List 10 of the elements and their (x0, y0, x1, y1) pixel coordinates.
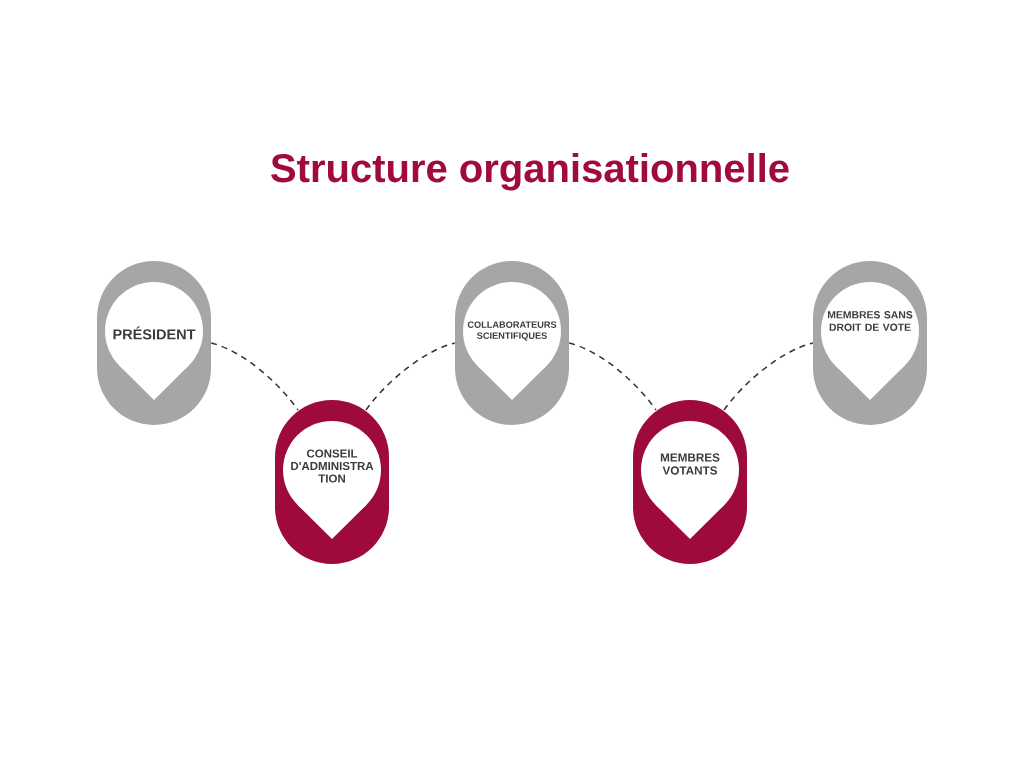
title: Structure organisationnelle (271, 153, 789, 191)
node-label: PRÉSIDENT (113, 326, 196, 340)
node-label: MEMBRES VOTANTS (660, 453, 720, 475)
dashed-connector (365, 342, 456, 411)
dashed-connector (210, 342, 299, 411)
node-label: COLLABORATEURS SCIENTIFIQUES (467, 321, 557, 341)
dashed-connector (723, 342, 814, 411)
node-label: MEMBRES SANS DROIT DE VOTE (827, 311, 913, 331)
dashed-connector (568, 342, 657, 411)
node-label: CONSEIL D'ADMINISTRA TION (291, 449, 374, 483)
